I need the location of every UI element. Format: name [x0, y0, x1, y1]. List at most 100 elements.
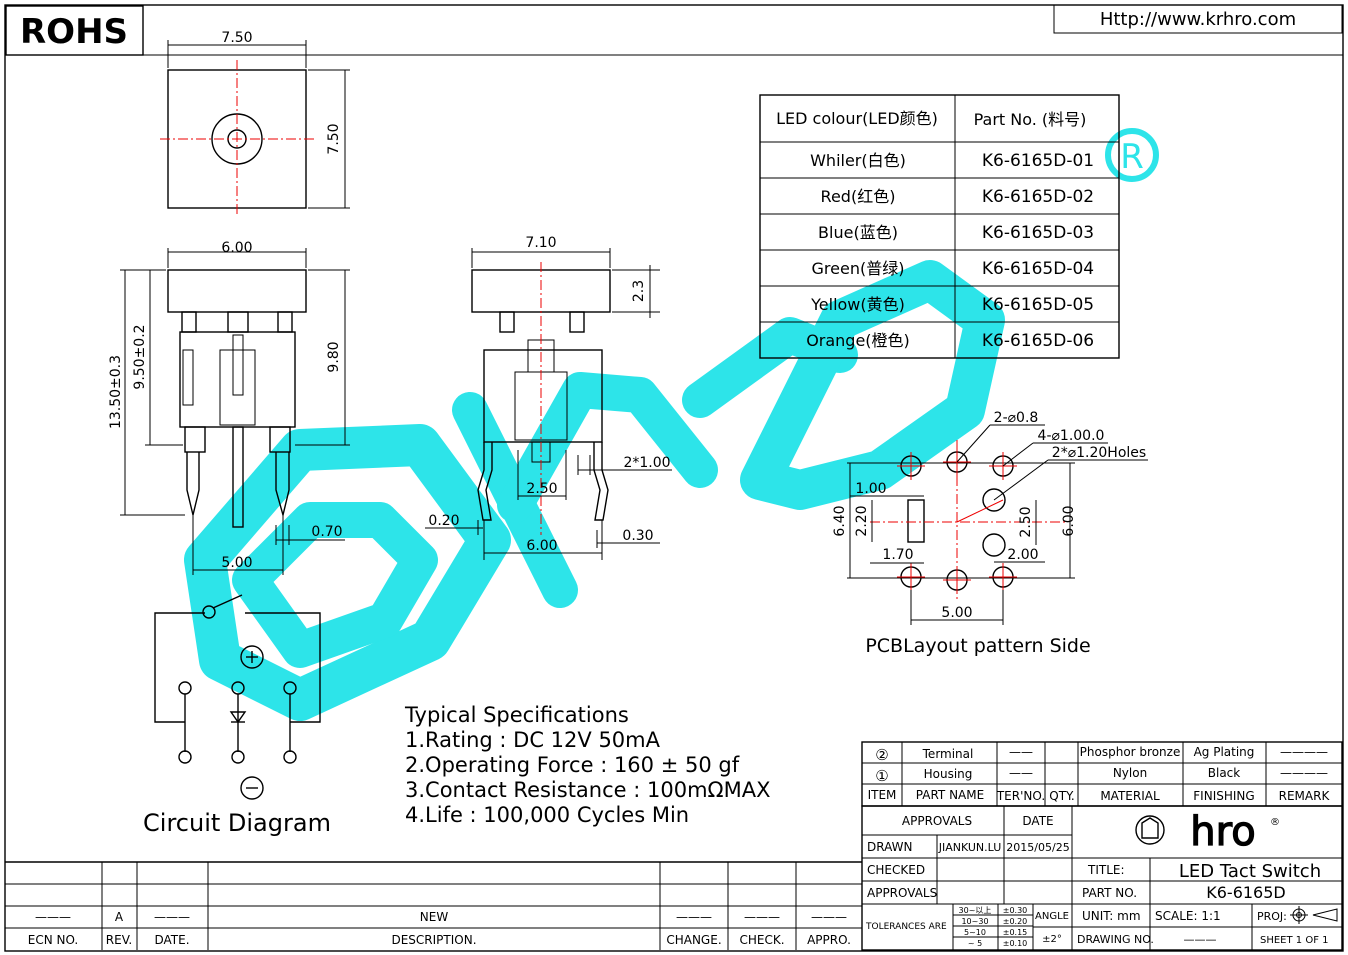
tb-tol-range: 10~30: [961, 917, 988, 926]
bom-item: ②: [875, 746, 888, 764]
tb-proj: PROJ:: [1257, 910, 1287, 923]
bom-name: Terminal: [922, 747, 974, 761]
pcb-led-hole: [982, 488, 1006, 512]
led-row-part: K6-6165D-05: [982, 295, 1094, 315]
led-table: LED colour(LED颜色) Part No. (料号) Whiler(白…: [759, 94, 1120, 359]
led-row-colour: Orange(橙色): [806, 331, 910, 350]
led-row-colour: Yellow(黄色): [810, 295, 905, 314]
tb-drawing-no-val: ———: [1184, 933, 1217, 946]
rev-header-desc: DESCRIPTION.: [391, 933, 476, 947]
rev-change-val: ———: [676, 910, 712, 924]
side-view: 7.10 2.3 2*1.00 2.50 0.20 6.00 0.30: [425, 235, 672, 560]
tb-title-label: TITLE:: [1087, 863, 1125, 877]
bom-material: Phosphor bronze: [1080, 745, 1181, 759]
circuit-diagram: Circuit Diagram: [143, 594, 331, 837]
pcb-dim-250: 2.50: [1018, 506, 1034, 537]
dim-front-pins: 5.00: [221, 555, 252, 571]
bom-ter: ——: [1009, 766, 1033, 780]
bom-finishing: Black: [1208, 766, 1241, 780]
pcb-label-holes-a: 2-⌀0.8: [994, 410, 1039, 426]
pcb-hole: [897, 563, 925, 591]
led-row-colour: Blue(蓝色): [818, 223, 898, 242]
tb-partno: K6-6165D: [1206, 883, 1285, 902]
bom-header-material: MATERIAL: [1100, 789, 1160, 803]
dim-side-pitch: 2*1.00: [623, 455, 670, 471]
led-row-part: K6-6165D-04: [982, 259, 1094, 279]
pcb-dim-220: 2.20: [854, 505, 870, 536]
rohs-label: ROHS: [20, 12, 128, 52]
sheet-border: [4, 4, 1344, 952]
led-row-part: K6-6165D-01: [982, 151, 1094, 171]
dim-side-bottom: 6.00: [526, 538, 557, 554]
tb-scale: SCALE: 1:1: [1155, 909, 1221, 923]
dim-side-top: 7.10: [525, 235, 556, 251]
led-row-colour: Green(普绿): [812, 259, 905, 278]
rev-desc-val: NEW: [420, 910, 449, 924]
svg-text:®: ®: [1270, 817, 1280, 828]
led-row-part: K6-6165D-06: [982, 331, 1094, 351]
bom-remark: ————: [1280, 745, 1328, 759]
dim-side-right: 0.30: [622, 528, 653, 544]
pcb-label-holes-b: 4-⌀1.00.0: [1038, 428, 1105, 444]
spec-line: 3.Contact Resistance : 100mΩMAX: [405, 778, 770, 802]
dim-top-height: 7.50: [326, 123, 342, 154]
tb-tolerances: TOLERANCES ARE: [865, 922, 947, 932]
rev-date-val: ———: [154, 910, 190, 924]
tb-tol-range: 5~10: [964, 928, 986, 937]
svg-text:R: R: [1120, 137, 1144, 177]
spec-title: Typical Specifications: [404, 703, 629, 727]
tb-drawn-date: 2015/05/25: [1006, 841, 1069, 854]
led-header-part: Part No. (料号): [974, 110, 1087, 129]
tb-drawn-by: JIANKUN.LU: [938, 841, 1002, 854]
rev-header-check: CHECK.: [739, 933, 784, 947]
led-row-colour: Whiler(白色): [810, 151, 906, 170]
tb-tol-range: ~ 5: [968, 939, 982, 948]
circuit-title: Circuit Diagram: [143, 809, 331, 837]
url-box: [1053, 4, 1343, 34]
rev-rev-val: A: [115, 910, 124, 924]
bom-table: ② Terminal —— Phosphor bronze Ag Plating…: [861, 741, 1343, 807]
tb-checked: CHECKED: [867, 863, 925, 877]
projection-symbol: [1290, 906, 1338, 924]
bom-item: ①: [875, 767, 888, 785]
pcb-led-hole: [982, 533, 1006, 557]
dim-side-cap: 2.3: [631, 280, 647, 302]
tb-drawn: DRAWN: [867, 840, 913, 854]
pcb-dim-170: 1.70: [882, 547, 913, 563]
pcb-hole: [897, 452, 925, 480]
bom-header-name: PART NAME: [916, 788, 984, 802]
url-text: Http://www.krhro.com: [1100, 9, 1296, 30]
tb-tol-value: ±0.10: [1003, 939, 1028, 948]
pcb-layout: 2-⌀0.8 4-⌀1.00.0 2*⌀1.20Holes 1.00 2.20 …: [832, 410, 1148, 657]
rev-header-rev: REV.: [106, 933, 132, 947]
led-row-colour: Red(红色): [821, 187, 896, 206]
pcb-hole: [989, 563, 1017, 591]
tb-approvals2: APPROVALS: [867, 886, 937, 900]
dim-front-pinwidth: 0.70: [311, 524, 342, 540]
tb-tol-value: ±0.30: [1003, 906, 1028, 915]
rev-header-appro: APPRO.: [807, 933, 851, 947]
bom-header-qty: QTY.: [1049, 789, 1075, 803]
pcb-dim-100: 1.00: [855, 481, 886, 497]
bom-header-remark: REMARK: [1279, 789, 1331, 803]
tb-tol-value: ±0.20: [1003, 917, 1028, 926]
rev-ecn-val: ———: [35, 910, 71, 924]
pcb-dim-200: 2.00: [1007, 547, 1038, 563]
rohs-box: [5, 5, 144, 56]
rev-header-ecn: ECN NO.: [28, 933, 79, 947]
tb-tol-range: 30~以上: [959, 906, 992, 915]
watermark-logo: R: [184, 128, 1159, 721]
tb-title: LED Tact Switch: [1179, 861, 1321, 882]
bom-finishing: Ag Plating: [1194, 745, 1255, 759]
pcb-dim-600: 6.00: [1061, 505, 1077, 536]
dim-front-overall: 13.50±0.3: [108, 355, 124, 429]
tb-sheet: SHEET 1 OF 1: [1260, 935, 1329, 946]
pcb-title: PCBLayout pattern Side: [865, 635, 1090, 657]
revision-table: ——— A ——— NEW ——— ——— ——— ECN NO. REV. D…: [5, 861, 862, 950]
rev-appro-val: ———: [811, 910, 847, 924]
dim-side-mid: 2.50: [526, 481, 557, 497]
bom-header-ter: TER'NO.: [996, 789, 1045, 803]
dim-front-mid: 9.50±0.2: [132, 324, 148, 389]
title-block: APPROVALS DATE DRAWN JIANKUN.LU 2015/05/…: [861, 805, 1343, 951]
